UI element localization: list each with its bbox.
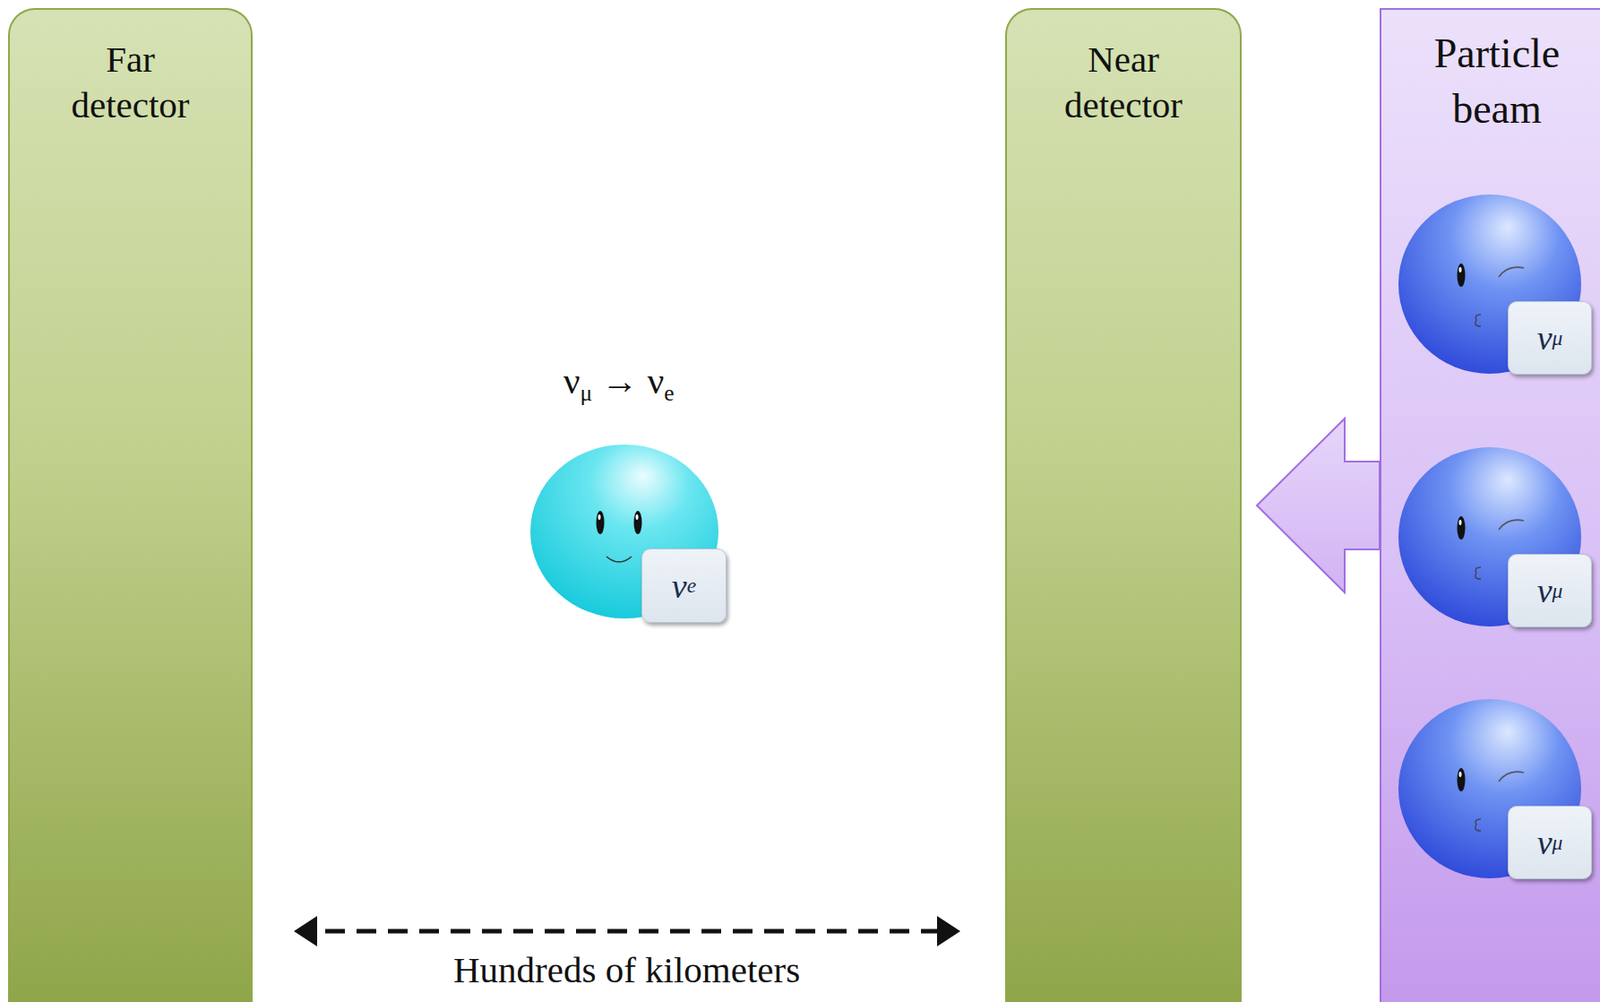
squint-eye <box>1498 771 1524 782</box>
particle-body <box>530 444 719 619</box>
eye-shine <box>636 514 639 520</box>
eye <box>1457 263 1466 287</box>
particle-body <box>1398 447 1582 627</box>
beam-title: Particle beam <box>1407 25 1587 138</box>
oscillation-label: νμ → νe <box>563 359 675 406</box>
distance-label: Hundreds of kilometers <box>453 947 800 991</box>
eye-shine <box>1459 266 1463 273</box>
squint-eye <box>1498 266 1524 277</box>
beam-panel: Particle beamνμνμνμ <box>1379 8 1600 1002</box>
eye <box>1457 767 1466 792</box>
eye-shine <box>1459 771 1463 777</box>
particle-node: νμ <box>1398 447 1582 627</box>
particle-node: νe <box>530 444 719 619</box>
eye <box>596 510 605 534</box>
squint-eye <box>1498 519 1524 530</box>
pout-mouth <box>1475 567 1481 579</box>
eye <box>634 510 643 534</box>
flavor-tag: νμ <box>1507 301 1592 375</box>
particle-node: νμ <box>1398 194 1582 374</box>
beam-arrow <box>1256 418 1380 593</box>
eye-shine <box>1459 519 1463 525</box>
flavor-tag: νμ <box>1507 805 1592 879</box>
detector-band: Near detector <box>1005 8 1242 1002</box>
arrow-head <box>937 915 961 947</box>
dashed-line <box>313 929 941 934</box>
flavor-tag: νe <box>641 548 727 623</box>
distance-arrow <box>293 915 961 947</box>
arrow-head <box>293 915 318 947</box>
flavor-tag: νμ <box>1507 553 1592 628</box>
particle-node: νμ <box>1398 698 1582 878</box>
particle-body <box>1398 698 1582 878</box>
detector-title: Near detector <box>1042 36 1205 130</box>
pout-mouth <box>1475 818 1481 831</box>
detector-title: Far detector <box>50 36 212 130</box>
eye-shine <box>598 514 602 520</box>
detector-band: Far detector <box>8 8 253 1002</box>
smile <box>606 556 632 562</box>
particle-body <box>1398 194 1582 374</box>
eye <box>1457 516 1466 540</box>
block-arrow <box>1256 418 1380 593</box>
pout-mouth <box>1475 314 1481 327</box>
